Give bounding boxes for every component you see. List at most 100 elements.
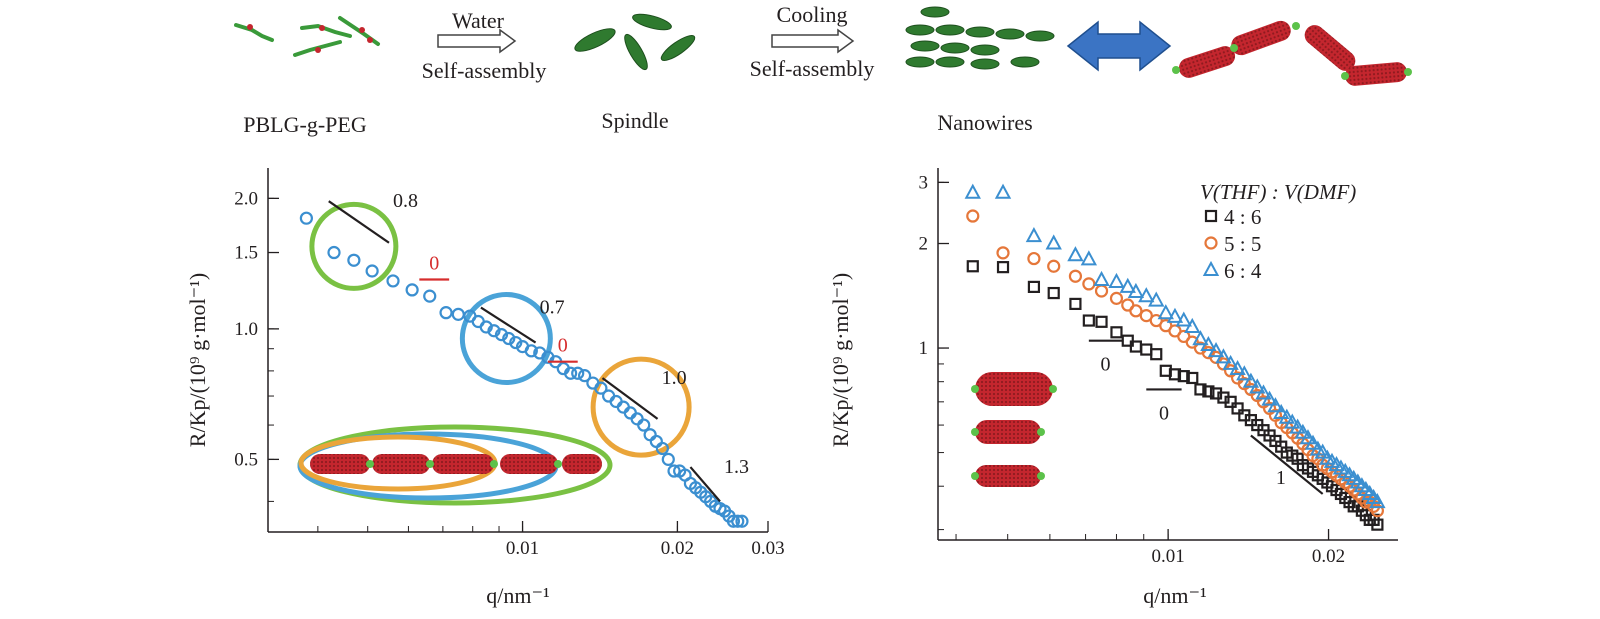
highlight-circle [309, 201, 399, 291]
R-slope-label: 1 [1276, 467, 1286, 489]
data-point [731, 514, 745, 528]
L-slope-label: 0 [558, 335, 568, 357]
data-point [1127, 282, 1145, 299]
highlight-circle [459, 292, 553, 386]
data-point [1047, 286, 1060, 300]
data-point [1294, 423, 1312, 439]
R-x-tick-label: 0.02 [1312, 546, 1345, 567]
data-point [524, 344, 538, 358]
nanowire-segment [372, 454, 430, 474]
R-slope-line [1250, 434, 1324, 495]
data-point [494, 328, 509, 342]
arrow-self-assembly-label-2: Self-assembly [750, 56, 875, 81]
data-point [1194, 383, 1207, 396]
legend-label: 5 : 5 [1224, 232, 1261, 256]
L-slope-line [689, 466, 721, 503]
right-chart-nanowire-inset [971, 372, 1057, 487]
R-series-0 [966, 260, 1384, 531]
legend-title: V(THF) : V(DMF) [1200, 180, 1356, 204]
R-y-tick-label: 3 [919, 172, 929, 193]
L-y-tick-label: 0.5 [234, 449, 258, 470]
data-point [1177, 370, 1190, 383]
data-point [1184, 317, 1201, 333]
data-point [1069, 297, 1082, 311]
L-slope-label: 0 [429, 252, 439, 274]
L-slope-label: 1.3 [724, 456, 749, 478]
data-point [479, 320, 493, 334]
data-point [1157, 304, 1174, 320]
data-point [1027, 251, 1041, 266]
data-point [726, 514, 741, 528]
data-point [1110, 326, 1123, 339]
inset-nanowire-end [1037, 472, 1045, 480]
nanowire-joint [554, 460, 562, 468]
L-y-tick-label: 2.0 [234, 188, 258, 209]
inset-nanowire [975, 372, 1053, 406]
scheme-label-nanowires: Nanowires [937, 110, 1032, 135]
data-point [1255, 384, 1272, 400]
data-point [451, 307, 465, 321]
data-point [1267, 397, 1284, 413]
inset-nanowire-end [1037, 428, 1045, 436]
data-point [564, 366, 578, 380]
data-point [1108, 272, 1125, 288]
data-point [661, 452, 675, 466]
data-point [966, 209, 980, 223]
data-point [637, 418, 651, 432]
data-point [594, 381, 608, 395]
self-assembly-scheme: PBLG-g-PEG Water Self-assembly Spindle C… [234, 2, 1412, 137]
data-point [347, 253, 361, 267]
data-point [1370, 504, 1384, 518]
data-point [735, 514, 749, 528]
data-point [386, 274, 400, 288]
data-point [1186, 371, 1199, 385]
data-point [502, 331, 516, 346]
data-point [487, 324, 501, 338]
nanowire-segment [432, 454, 494, 474]
data-point [439, 306, 453, 320]
data-point [1314, 443, 1331, 459]
L-slope-line [328, 200, 390, 244]
data-point [327, 245, 341, 260]
spindle-illustration [574, 13, 696, 71]
L-y-tick-label: 1.5 [234, 243, 258, 264]
right-chart-legend: V(THF) : V(DMF)4 : 65 : 56 : 4 [1200, 180, 1356, 283]
highlight-circle [590, 356, 692, 458]
data-point [405, 283, 419, 297]
inset-nanowire-end [971, 385, 979, 393]
data-point [649, 434, 663, 449]
left-chart-nanowire-inset [297, 424, 613, 506]
nanowire-chain-illustration [1172, 20, 1412, 86]
data-point [1202, 385, 1215, 398]
data-point [1224, 395, 1237, 408]
data-point [1047, 259, 1061, 273]
data-point [1027, 280, 1041, 293]
legend-marker [1202, 260, 1220, 276]
L-x-tick-label: 0.01 [506, 538, 539, 559]
data-point [1140, 343, 1153, 356]
data-point [1025, 227, 1043, 243]
data-point [509, 335, 523, 350]
right-x-axis-label: q/nm⁻¹ [1143, 583, 1206, 608]
R-y-tick-label: 1 [919, 338, 929, 359]
data-point [1229, 359, 1246, 376]
scheme-arrow-cooling [771, 28, 855, 54]
data-point [571, 366, 585, 380]
data-point [1222, 354, 1239, 370]
data-point [1207, 341, 1225, 358]
data-point [1138, 287, 1155, 303]
data-point [966, 260, 979, 273]
nanowire-segment [310, 454, 370, 474]
data-point [655, 441, 670, 456]
nanowire-joint [366, 460, 374, 468]
R-series-2 [964, 183, 1386, 509]
data-point [1166, 307, 1184, 323]
scheme-arrow-water [437, 28, 517, 54]
legend-label: 6 : 4 [1224, 259, 1262, 283]
data-point [1231, 402, 1244, 415]
inset-nanowire-end [1049, 385, 1057, 393]
scheme-label-pblg-g-peg: PBLG-g-PEG [243, 112, 367, 137]
data-point [996, 246, 1010, 260]
data-point [1067, 246, 1084, 262]
